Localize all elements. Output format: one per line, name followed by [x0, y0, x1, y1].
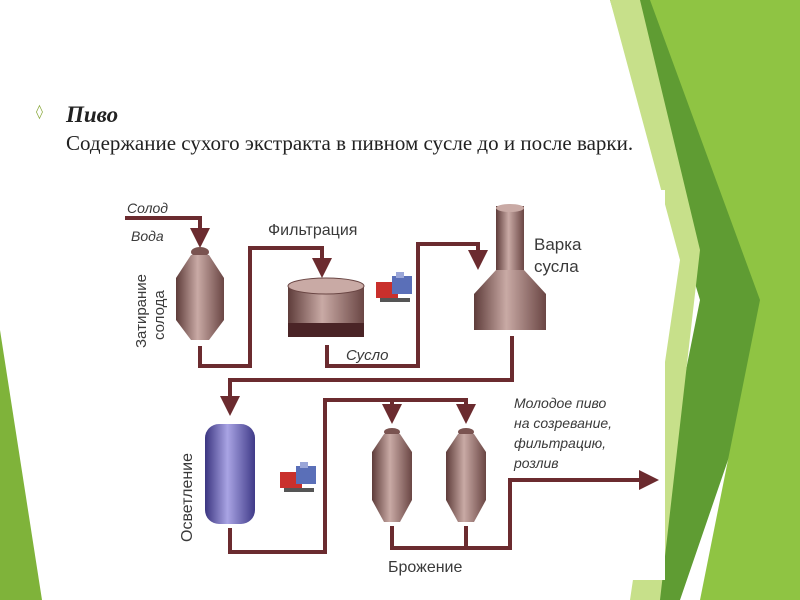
green-triangle-left: [0, 330, 42, 600]
pipe-boil-to-clarifier: [220, 336, 514, 416]
label-malt: Солод: [127, 200, 168, 216]
pump-icon: [280, 462, 316, 492]
filter-tun: [287, 277, 365, 337]
pipe-fermenters-bottom: [390, 480, 655, 550]
boil-kettle: [474, 204, 546, 330]
slide-title: Пиво: [66, 102, 119, 127]
label-output-line1: Молодое пиво: [514, 395, 607, 411]
slide-subtitle: Содержание сухого экстракта в пивном сус…: [66, 131, 634, 155]
pump-icon: [376, 272, 412, 302]
bullet-icon: ◊: [36, 104, 43, 120]
label-boiling-line2: сусла: [534, 257, 579, 276]
mash-vessel: [176, 247, 224, 340]
label-boiling-line1: Варка: [534, 235, 582, 254]
label-output-line4: розлив: [513, 455, 559, 471]
pipe-mash-to-filter: [198, 246, 332, 368]
label-mashing-line2: солода: [151, 290, 168, 340]
pipe-malt-inlet: [125, 216, 210, 248]
label-output-line3: фильтрацию,: [514, 435, 606, 451]
pipes: [125, 216, 655, 554]
label-wort: Сусло: [346, 347, 388, 364]
label-filtration: Фильтрация: [268, 222, 357, 239]
fermenter-1: [372, 428, 412, 522]
label-mashing-line1: Затирание: [133, 274, 150, 348]
clarifier-tank: [205, 424, 255, 524]
fermenter-2: [446, 428, 486, 522]
label-clarification: Осветление: [179, 453, 196, 542]
label-output-line2: на созревание,: [514, 415, 612, 431]
pipe-filter-to-boil: [325, 242, 488, 368]
pipe-clarifier-to-fermenters: [228, 398, 468, 554]
label-fermentation: Брожение: [388, 559, 462, 576]
green-band-light: [650, 0, 800, 600]
label-water: Вода: [131, 228, 164, 244]
